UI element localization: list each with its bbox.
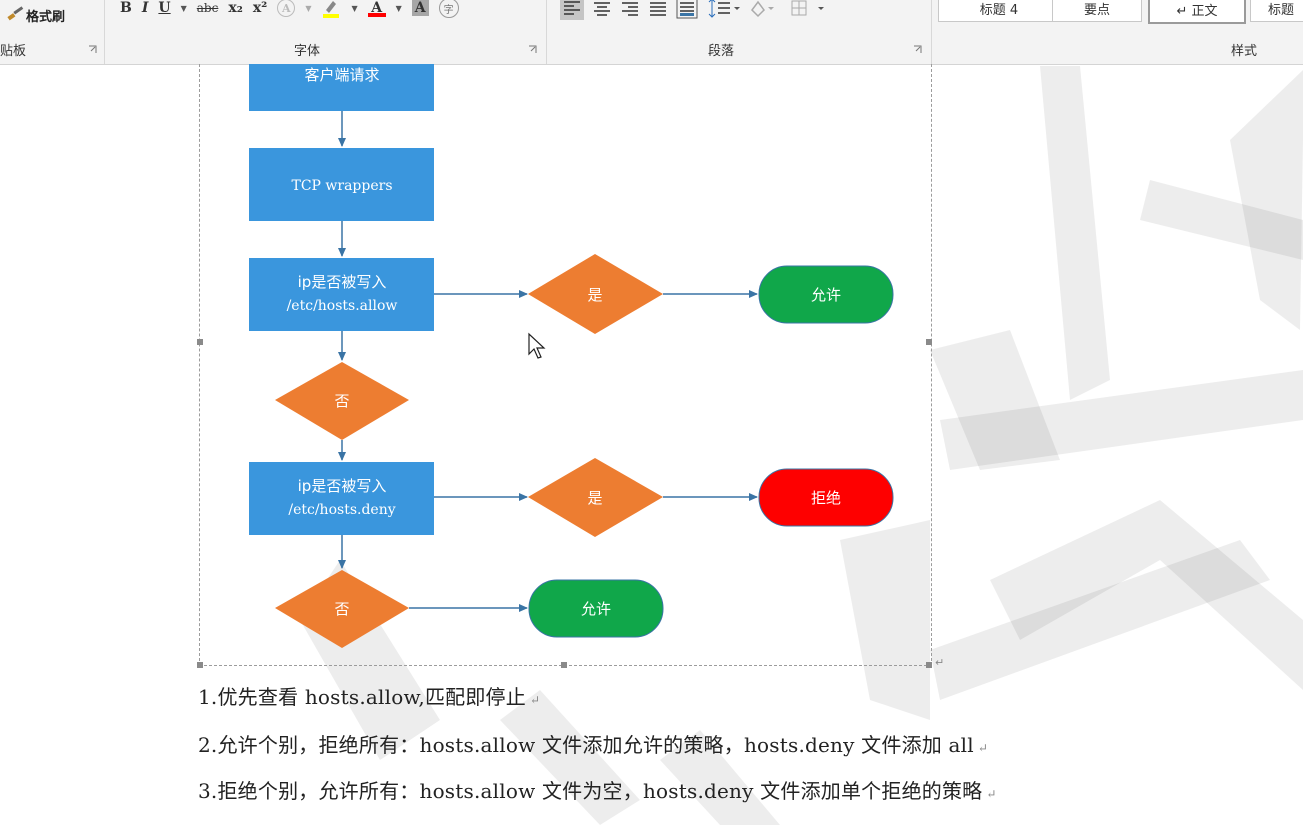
- underline-button[interactable]: U: [158, 0, 171, 16]
- styles-group-label: 样式: [1231, 44, 1258, 59]
- document-line-1[interactable]: 1.优先查看 hosts.allow,匹配即停止↵: [198, 681, 540, 710]
- line-spacing-icon[interactable]: [706, 0, 740, 18]
- document-line-2[interactable]: 2.允许个别，拒绝所有：hosts.allow 文件添加允许的策略，hosts.…: [198, 729, 988, 758]
- font-toolbar: B I U ▼ abc x₂ x² A ▼ ▼ A ▼ A 字: [120, 0, 459, 19]
- allow-terminal-1: [758, 265, 894, 324]
- bold-button[interactable]: B: [120, 0, 132, 16]
- font-color-letter: A: [371, 0, 383, 16]
- deny-check-label-line2: /etc/hosts.deny: [288, 502, 395, 518]
- paragraph-mark: ↵: [986, 787, 997, 801]
- no-decision-2: [275, 570, 409, 648]
- mouse-cursor-icon: [528, 332, 546, 359]
- text-effects-icon[interactable]: A: [277, 0, 296, 17]
- highlight-color-icon[interactable]: [321, 0, 341, 18]
- deny-check-label-line1: ip是否被写入: [298, 477, 387, 495]
- font-group-label: 字体: [294, 44, 321, 59]
- resize-handle-bottom-left[interactable]: [197, 662, 203, 668]
- style-heading[interactable]: 标题: [1250, 0, 1303, 22]
- style-normal[interactable]: ↵ 正文: [1148, 0, 1246, 24]
- separator: [931, 0, 932, 64]
- text-effects-dropdown-icon[interactable]: ▼: [305, 3, 312, 13]
- resize-handle-right[interactable]: [926, 339, 932, 345]
- yes-decision-2-label: 是: [587, 489, 602, 507]
- allow-terminal-1-label: 允许: [811, 286, 841, 304]
- yes-decision-1-label: 是: [587, 286, 602, 304]
- allow-check-label-line1: ip是否被写入: [298, 273, 387, 291]
- borders-icon[interactable]: [790, 0, 830, 18]
- tcp-wrappers-box: [249, 148, 434, 221]
- yes-decision-2: [528, 458, 663, 537]
- align-right-icon[interactable]: [620, 0, 640, 18]
- highlight-dropdown-icon[interactable]: ▼: [351, 3, 358, 13]
- client-request-box: [249, 64, 434, 111]
- separator: [546, 0, 547, 64]
- shading-icon[interactable]: [748, 0, 782, 18]
- font-color-button[interactable]: A: [367, 0, 386, 17]
- style-key-point[interactable]: 要点: [1052, 0, 1142, 22]
- deny-check-box: [249, 462, 434, 535]
- font-color-dropdown-icon[interactable]: ▼: [395, 3, 402, 13]
- document-line-2-text: 2.允许个别，拒绝所有：hosts.allow 文件添加允许的策略，hosts.…: [198, 733, 974, 757]
- format-painter-label: 格式刷: [26, 9, 66, 25]
- no-decision-1-label: 否: [334, 392, 349, 410]
- superscript-button[interactable]: x²: [252, 0, 268, 16]
- allow-check-label-line2: /etc/hosts.allow: [287, 298, 398, 314]
- justify-icon[interactable]: [648, 0, 668, 18]
- resize-handle-bottom-right[interactable]: [926, 662, 932, 668]
- allow-check-box: [249, 258, 434, 331]
- client-request-label: 客户端请求: [304, 66, 379, 84]
- document-line-3[interactable]: 3.拒绝个别，允许所有：hosts.allow 文件为空，hosts.deny …: [198, 775, 997, 804]
- tcp-wrappers-label: TCP wrappers: [291, 178, 392, 194]
- deny-terminal: [758, 468, 894, 527]
- paragraph-dialog-launcher-icon[interactable]: [913, 45, 922, 54]
- font-color-bar: [367, 13, 386, 17]
- resize-handle-bottom[interactable]: [561, 662, 567, 668]
- separator: [104, 0, 105, 64]
- paintbrush-icon: [7, 6, 24, 21]
- format-painter-button[interactable]: 格式刷: [6, 4, 65, 26]
- no-decision-1: [275, 362, 409, 440]
- document-line-3-text: 3.拒绝个别，允许所有：hosts.allow 文件为空，hosts.deny …: [198, 779, 983, 803]
- allow-terminal-2: [528, 579, 664, 638]
- align-left-icon[interactable]: [560, 0, 584, 20]
- paragraph-group-label: 段落: [708, 44, 735, 59]
- clipboard-dialog-launcher-icon[interactable]: [88, 45, 97, 54]
- strikethrough-button[interactable]: abc: [196, 1, 219, 15]
- resize-handle-left[interactable]: [197, 339, 203, 345]
- deny-terminal-label: 拒绝: [811, 489, 841, 507]
- enclose-characters-button[interactable]: 字: [438, 0, 459, 18]
- underline-dropdown-icon[interactable]: ▼: [180, 3, 187, 13]
- paragraph-mark: ↵: [529, 693, 541, 707]
- image-paragraph-mark: ↵: [935, 656, 944, 669]
- font-dialog-launcher-icon[interactable]: [528, 45, 537, 54]
- distributed-icon[interactable]: [676, 0, 698, 19]
- document-line-1-text: 1.优先查看 hosts.allow,匹配即停止: [198, 685, 526, 709]
- allow-terminal-2-label: 允许: [581, 600, 611, 618]
- character-shading-button[interactable]: A: [411, 0, 429, 16]
- italic-button[interactable]: I: [141, 0, 149, 16]
- align-center-icon[interactable]: [592, 0, 612, 18]
- ribbon: 格式刷 贴板 B I U ▼ abc x₂ x² A ▼ ▼ A ▼ A 字 字…: [0, 0, 1303, 65]
- no-decision-2-label: 否: [334, 600, 349, 618]
- paragraph-mark: ↵: [977, 741, 989, 755]
- subscript-button[interactable]: x₂: [228, 0, 243, 16]
- yes-decision-1: [528, 254, 663, 334]
- paragraph-toolbar: [560, 0, 830, 20]
- clipboard-group-label: 贴板: [0, 44, 27, 59]
